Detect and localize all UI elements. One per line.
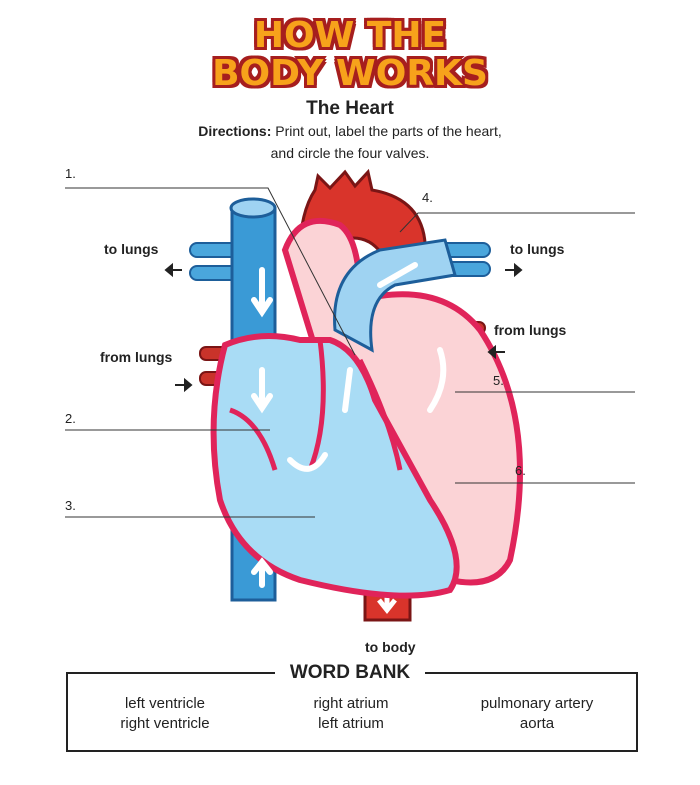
directions: Directions: Print out, label the parts o… xyxy=(0,123,700,139)
label-to-lungs-left: to lungs xyxy=(104,241,159,257)
blank-5: 5. xyxy=(493,373,504,388)
blank-2: 2. xyxy=(65,411,76,426)
word-bank-item: aorta xyxy=(519,715,555,732)
directions-label: Directions: xyxy=(198,123,272,139)
word-bank-item: right ventricle xyxy=(120,715,210,732)
pulmonary-artery xyxy=(333,238,457,353)
word-bank-column-1: left ventricle right ventricle xyxy=(70,694,260,734)
blank-4: 4. xyxy=(422,190,433,205)
word-bank-title: WORD BANK xyxy=(275,662,425,684)
label-from-lungs-left: from lungs xyxy=(100,349,173,365)
flow-arrows xyxy=(251,262,447,588)
title-line-1: HOW THE xyxy=(253,15,447,56)
word-bank-column-3: pulmonary artery aorta xyxy=(442,694,632,734)
word-bank-item: pulmonary artery xyxy=(480,695,594,712)
word-bank-item: left atrium xyxy=(318,715,384,732)
directions-text: Print out, label the parts of the heart, xyxy=(271,123,502,139)
label-lines xyxy=(65,187,635,518)
word-bank-item: left ventricle xyxy=(124,695,206,712)
label-from-lungs-right: from lungs xyxy=(494,322,567,338)
direction-arrows xyxy=(164,262,523,393)
right-heart xyxy=(210,333,460,599)
label-to-lungs-right: to lungs xyxy=(510,241,565,257)
word-bank-column-2: right atrium left atrium xyxy=(256,694,446,734)
title-line-2: BODY WORKS xyxy=(212,53,488,94)
vena-cava-opening xyxy=(229,197,277,219)
word-bank-item: right atrium xyxy=(313,695,389,712)
blank-6: 6. xyxy=(515,463,526,478)
label-to-body: to body xyxy=(365,639,416,655)
blank-3: 3. xyxy=(65,498,76,513)
page-subtitle: The Heart xyxy=(306,98,394,119)
pulmonary-vessels-left xyxy=(189,242,241,281)
directions-line-2: and circle the four valves. xyxy=(270,145,430,161)
blank-1: 1. xyxy=(65,166,76,181)
